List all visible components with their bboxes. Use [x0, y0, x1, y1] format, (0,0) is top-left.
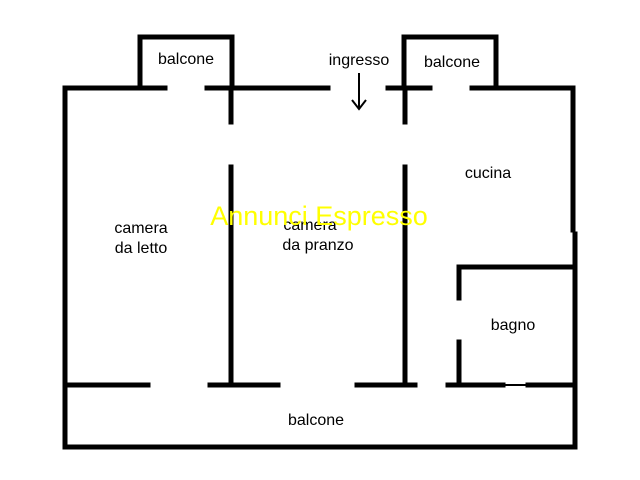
- label-ingresso: ingresso: [329, 52, 390, 69]
- label-balcone-bottom: balcone: [288, 412, 344, 429]
- watermark: Annunci Espresso: [210, 201, 428, 231]
- label-balcone-top-left: balcone: [158, 51, 214, 68]
- balcony-top-left: [137, 34, 235, 90]
- label-camera-da-pranzo-line1: camera: [283, 217, 336, 234]
- label-camera-da-letto-line1: camera: [114, 220, 167, 237]
- label-cucina: cucina: [465, 165, 511, 182]
- label-balcone-top-right: balcone: [424, 54, 480, 71]
- balcony-top-right: [401, 34, 499, 90]
- label-camera-da-letto-line2: da letto: [115, 240, 168, 257]
- label-bagno: bagno: [491, 317, 536, 334]
- label-camera-da-pranzo-line2: da pranzo: [282, 237, 353, 254]
- bathroom-walls: [456, 264, 578, 388]
- arrow-down-icon: [351, 73, 367, 111]
